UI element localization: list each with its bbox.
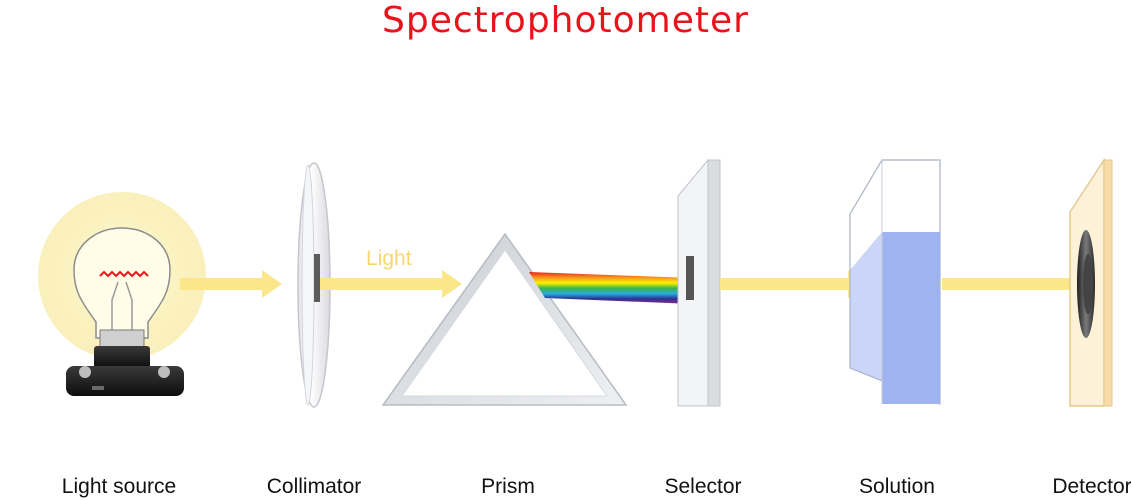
beam-arrow-2 <box>320 270 462 298</box>
solution-cuvette <box>849 159 941 405</box>
label-solution: Solution <box>859 475 935 498</box>
label-detector: Detector <box>1052 475 1131 498</box>
spectrum-band <box>529 272 692 304</box>
bulb-icon <box>73 227 171 339</box>
label-light-source: Light source <box>61 475 177 498</box>
collimator <box>297 162 331 408</box>
beam-arrow-3 <box>720 270 868 298</box>
label-collimator: Collimator <box>266 475 362 498</box>
light-source <box>38 192 206 396</box>
selector <box>677 158 721 407</box>
label-selector: Selector <box>664 475 742 498</box>
detector <box>1069 157 1113 407</box>
filament-icon <box>99 270 149 278</box>
beam-label: Light <box>366 247 412 270</box>
label-prism: Prism <box>481 475 535 498</box>
diagram-title: Spectrophotometer <box>382 0 749 41</box>
beam-arrow-1 <box>180 270 282 298</box>
prism <box>381 232 628 406</box>
